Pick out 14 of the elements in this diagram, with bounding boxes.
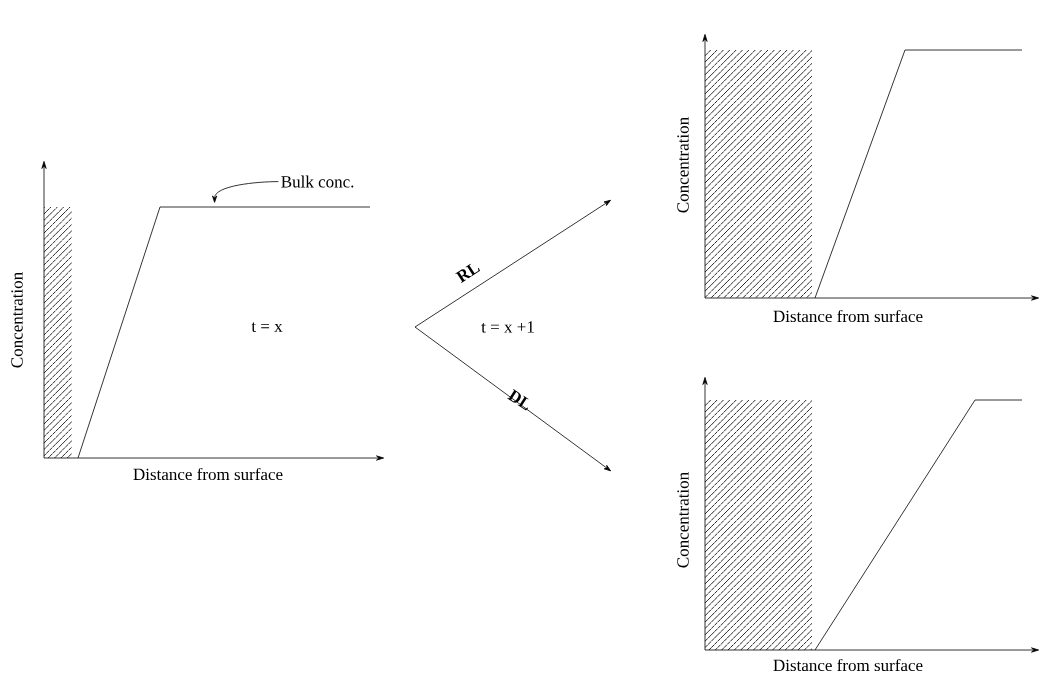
time-label: t = x <box>251 322 283 332</box>
axis-label: Concentration <box>11 272 23 368</box>
axis-label: Concentration <box>677 472 689 568</box>
edge-label: DL <box>507 389 529 411</box>
time-label: t = x +1 <box>481 321 534 333</box>
arrow <box>414 326 611 472</box>
axis-label: Distance from surface <box>133 467 283 481</box>
axis-label: Concentration <box>677 117 689 213</box>
arrow <box>414 199 611 328</box>
leader-line <box>212 181 279 203</box>
edge-label: RL <box>455 263 481 283</box>
callout-text: Bulk conc. <box>281 175 354 188</box>
axis-label: Distance from surface <box>773 309 923 323</box>
axis-label: Distance from surface <box>773 658 923 672</box>
